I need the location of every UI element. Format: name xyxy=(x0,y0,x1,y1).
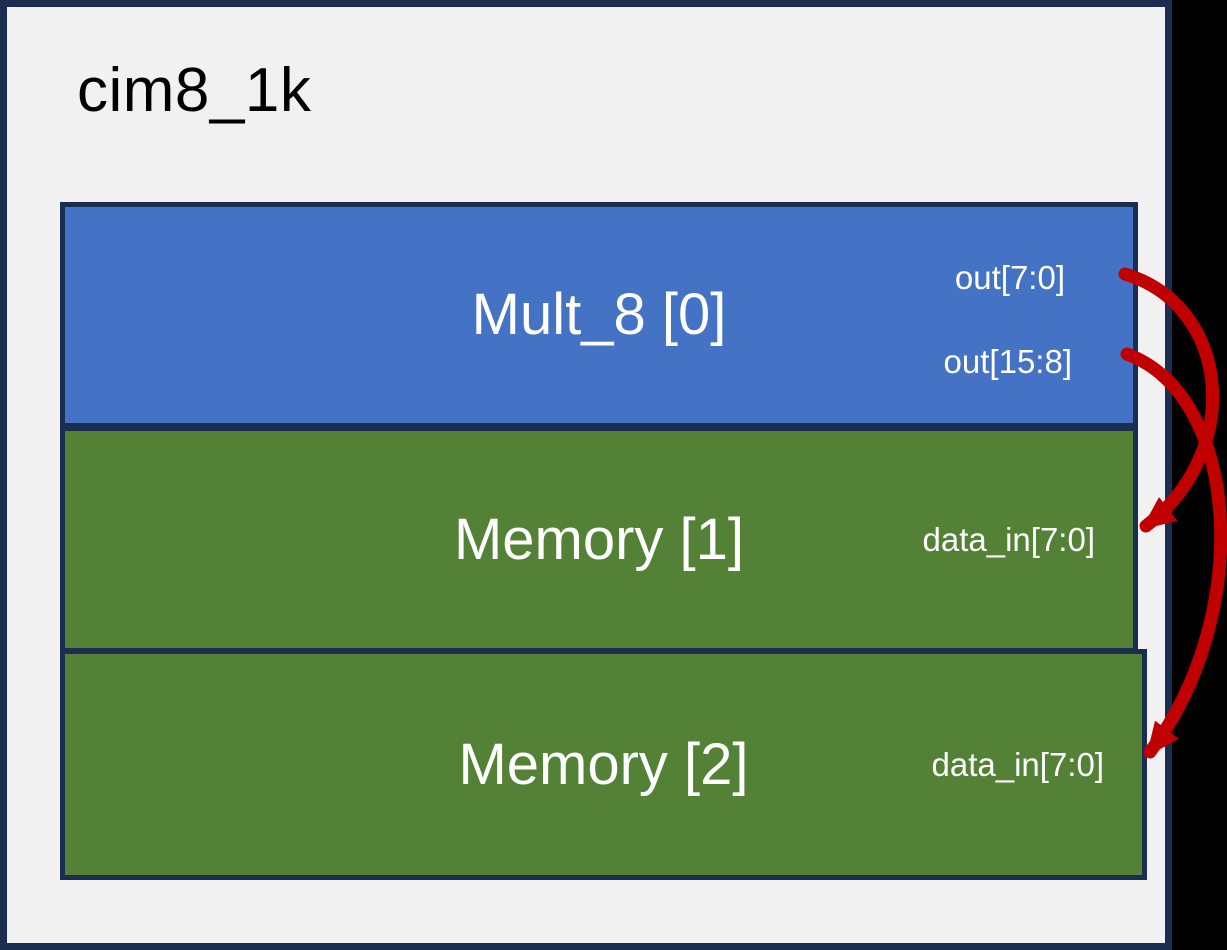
block-memory-1-label: Memory [1] xyxy=(453,506,745,572)
module-title: cim8_1k xyxy=(77,56,312,125)
port-memory-2-data-in: data_in[7:0] xyxy=(931,745,1104,783)
port-out-15-8: out[15:8] xyxy=(943,343,1072,380)
port-out-7-0: out[7:0] xyxy=(954,259,1065,296)
block-mult8-0-label: Mult_8 [0] xyxy=(471,282,727,347)
block-memory-2: Memory [2] data_in[7:0] xyxy=(60,649,1147,880)
block-memory-1: Memory [1] data_in[7:0] xyxy=(60,426,1138,653)
block-mult8-0: Mult_8 [0] out[7:0] out[15:8] xyxy=(60,202,1138,428)
block-memory-2-label: Memory [2] xyxy=(458,731,749,797)
port-memory-1-data-in: data_in[7:0] xyxy=(922,520,1095,558)
